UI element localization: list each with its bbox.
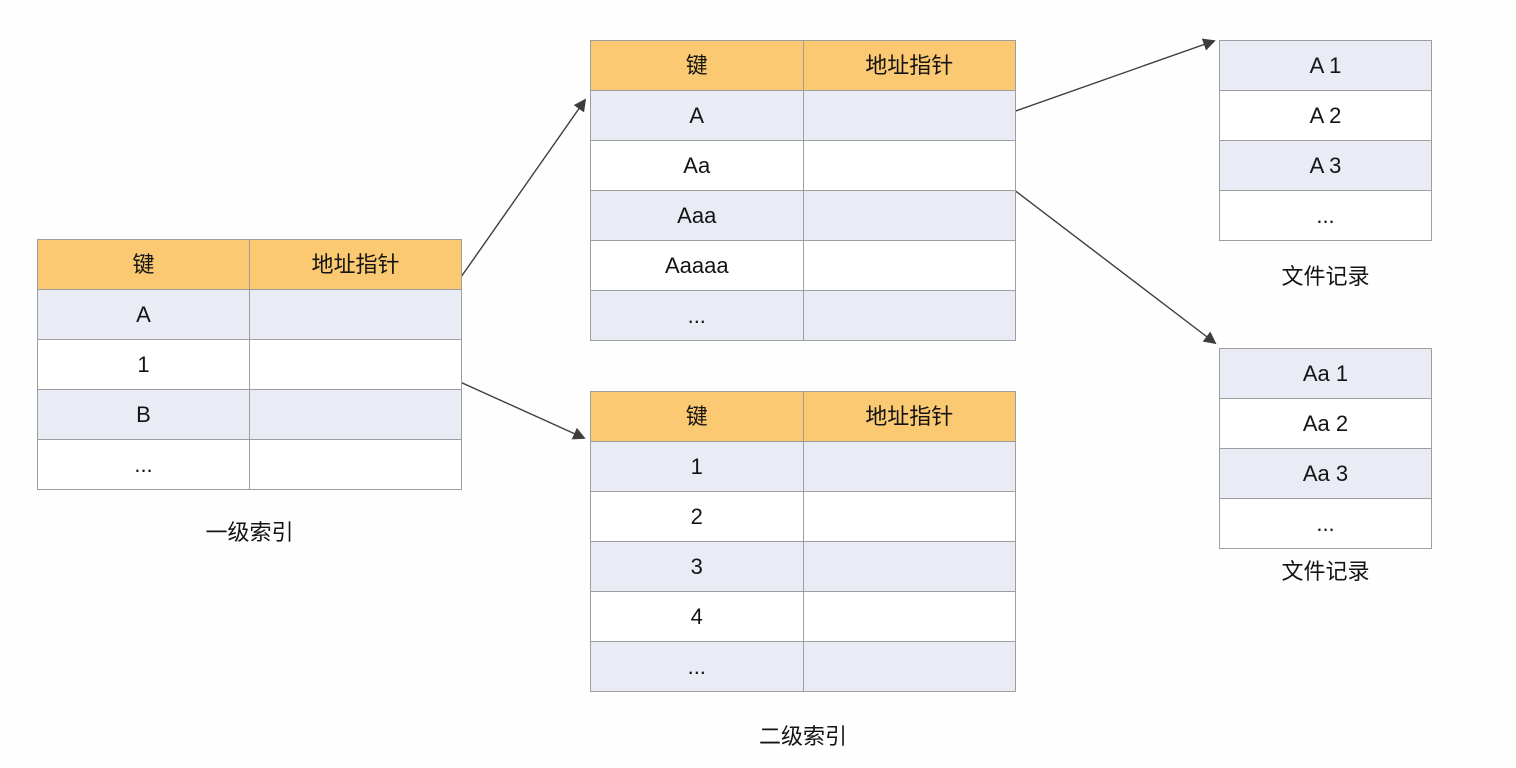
header-cell: 键	[132, 252, 155, 277]
table-row: Aa	[591, 140, 1015, 190]
table-row: A 1	[1220, 41, 1431, 90]
table-row: ...	[591, 641, 1015, 691]
table-cell	[802, 191, 1016, 240]
table-row: Aaaaa	[591, 240, 1015, 290]
table-file-records-a: A 1 A 2 A 3...	[1219, 40, 1432, 241]
table-cell: 1	[690, 454, 703, 479]
table-cell	[802, 592, 1016, 641]
header-cell: 地址指针	[249, 240, 461, 289]
table-cell: Aaaaa	[664, 253, 729, 278]
table-row: Aaa	[591, 190, 1015, 240]
table-cell	[249, 340, 461, 389]
table-header-row: 键 地址指针	[591, 392, 1015, 441]
table-row: A	[591, 90, 1015, 140]
table-cell	[802, 642, 1016, 691]
table-cell	[802, 542, 1016, 591]
table-row: B	[38, 389, 461, 439]
table-cell	[802, 492, 1016, 541]
table-row: 3	[591, 541, 1015, 591]
table-row: A	[38, 289, 461, 339]
table-row: Aa 1	[1220, 349, 1431, 398]
table-row: 4	[591, 591, 1015, 641]
table-cell: 3	[690, 554, 703, 579]
table-cell: A 1	[1309, 53, 1342, 78]
table-cell	[802, 291, 1016, 340]
table-cell	[249, 290, 461, 339]
table-cell: ...	[687, 303, 706, 328]
arrow-indexA-to-file-records-a	[989, 38, 1216, 121]
label-first-level-index: 一级索引	[205, 520, 294, 545]
table-row: Aa 3	[1220, 448, 1431, 498]
table-cell: Aa 3	[1302, 461, 1349, 486]
table-row: ...	[38, 439, 461, 489]
arrow-indexAa-to-file-records-aa	[987, 169, 1217, 345]
table-cell: ...	[687, 654, 706, 679]
table-second-level-index-numbers: 键 地址指针 1 2 3 4...	[590, 391, 1016, 692]
table-cell: 1	[137, 352, 150, 377]
table-row: A 3	[1220, 140, 1431, 190]
table-cell	[802, 141, 1016, 190]
table-cell: B	[136, 402, 151, 427]
table-cell	[249, 390, 461, 439]
table-row: ...	[1220, 498, 1431, 548]
table-row: 1	[591, 441, 1015, 491]
table-cell: Aa	[683, 153, 711, 178]
table-row: ...	[591, 290, 1015, 340]
table-cell: ...	[1316, 511, 1335, 536]
table-cell: ...	[1316, 203, 1335, 228]
header-cell: 地址指针	[802, 392, 1016, 441]
table-row: A 2	[1220, 90, 1431, 140]
table-header-row: 键 地址指针	[591, 41, 1015, 90]
table-cell: Aa 2	[1302, 411, 1349, 436]
table-cell	[802, 241, 1016, 290]
header-cell: 键	[685, 404, 708, 429]
table-row: 1	[38, 339, 461, 389]
table-cell: Aa 1	[1302, 361, 1349, 386]
table-cell	[249, 440, 461, 489]
table-row: 2	[591, 491, 1015, 541]
table-cell: A	[136, 302, 151, 327]
table-cell	[802, 91, 1016, 140]
table-row: ...	[1220, 190, 1431, 240]
table-cell: A 3	[1309, 153, 1342, 178]
header-cell: 地址指针	[802, 41, 1016, 90]
header-cell: 键	[685, 53, 708, 78]
table-cell: 4	[690, 604, 703, 629]
table-cell: ...	[134, 452, 153, 477]
table-cell	[802, 442, 1016, 491]
label-file-records-aa: 文件记录	[1281, 559, 1370, 584]
label-file-records-a: 文件记录	[1281, 264, 1370, 289]
table-cell: A 2	[1309, 103, 1342, 128]
table-header-row: 键 地址指针	[38, 240, 461, 289]
table-cell: Aaa	[677, 203, 717, 228]
label-second-level-index: 二级索引	[758, 724, 847, 749]
table-file-records-aa: Aa 1 Aa 2 Aa 3...	[1219, 348, 1432, 549]
table-cell: 2	[690, 504, 703, 529]
table-cell: A	[689, 103, 705, 128]
table-row: Aa 2	[1220, 398, 1431, 448]
